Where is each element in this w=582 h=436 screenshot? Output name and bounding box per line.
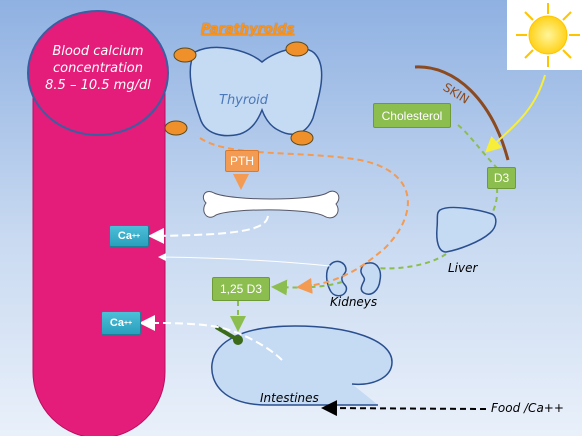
blood-calcium-range: 8.5 – 10.5 mg/dl <box>45 78 151 93</box>
cholesterol-box: Cholesterol <box>373 103 451 128</box>
cholesterol-to-d3-arrow <box>457 124 498 169</box>
liver-to-kidneys-arrow <box>377 253 447 270</box>
food-to-intestine-arrow <box>321 400 487 417</box>
bone-icon <box>202 190 340 219</box>
sunlight-arrow <box>485 74 546 153</box>
intestine-receptor-icon <box>214 325 243 345</box>
parathyroids-label: Parathyroids <box>201 22 295 37</box>
ca-symbol: Ca <box>117 230 132 242</box>
bone-to-ca-arrow <box>148 215 269 244</box>
calcitriol-box: 1,25 D3 <box>212 277 270 301</box>
liver-label: Liver <box>448 261 478 275</box>
ca-charge: ++ <box>131 232 141 240</box>
sun-icon <box>507 0 582 70</box>
intestine-icon <box>211 325 393 406</box>
ca-box-bone: Ca++ <box>109 225 149 247</box>
ca-charge: ++ <box>123 319 133 327</box>
ca-symbol: Ca <box>109 317 124 329</box>
kidneys-to-blood-arrow <box>158 253 331 267</box>
intestines-label: Intestines <box>260 391 319 405</box>
d3-box: D3 <box>487 167 516 189</box>
food-calcium-label: Food /Ca++ <box>491 401 564 415</box>
liver-icon <box>436 206 497 253</box>
thyroid-label: Thyroid <box>219 93 269 108</box>
blood-calcium-line2: concentration <box>52 61 144 76</box>
pth-box: PTH <box>225 150 259 172</box>
kidneys-label: Kidneys <box>330 295 378 309</box>
intestine-to-ca-arrow <box>139 315 283 361</box>
parathyroid-glands-icon <box>164 41 314 146</box>
ca-box-intestine: Ca++ <box>101 311 141 335</box>
thyroid-icon <box>189 46 323 137</box>
blood-calcium-line1: Blood calcium <box>52 44 144 59</box>
blood-calcium-title: Blood calcium concentration 8.5 – 10.5 m… <box>28 43 168 94</box>
pth-to-kidneys-arrow <box>199 137 409 294</box>
